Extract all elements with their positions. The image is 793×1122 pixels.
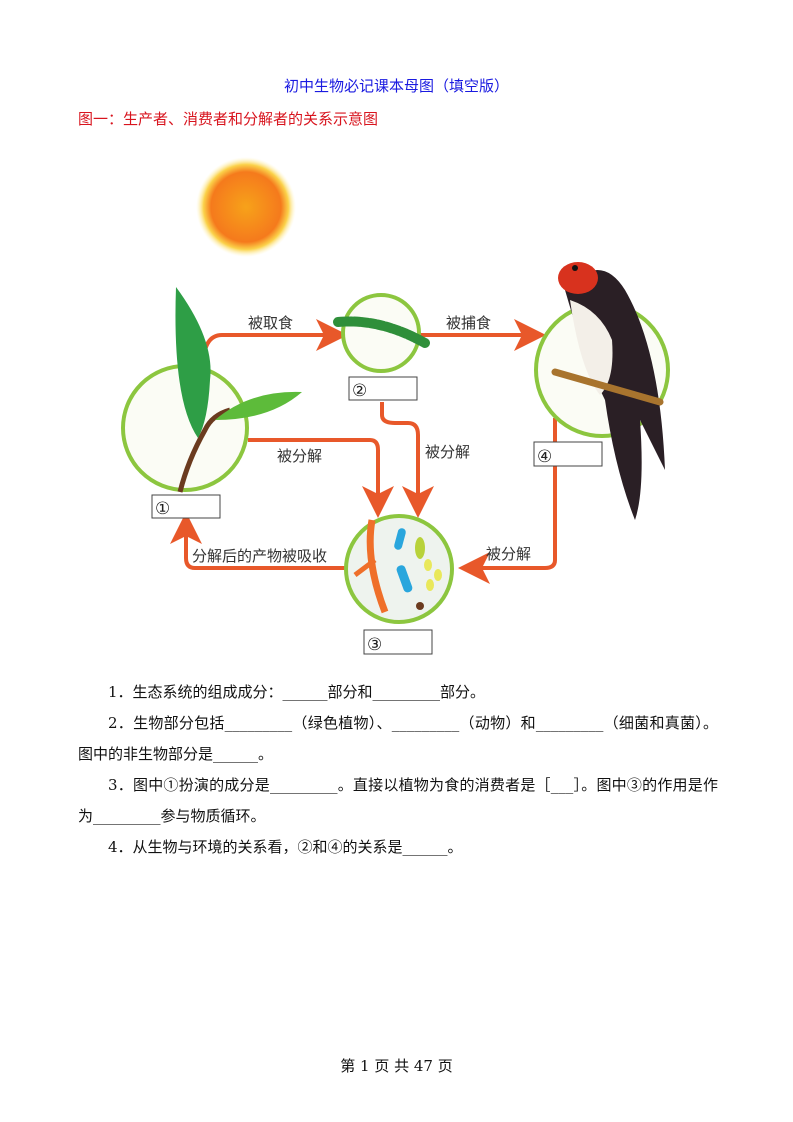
label-absorbed: 分解后的产物被吸收 bbox=[192, 547, 327, 565]
box-label-4: ④ bbox=[537, 447, 552, 467]
microbes-icon bbox=[353, 519, 442, 614]
label-eaten: 被取食 bbox=[248, 314, 293, 332]
question-1: 1．生态系统的组成成分：______部分和_________部分。 bbox=[108, 683, 486, 701]
label-preyed: 被捕食 bbox=[446, 314, 491, 332]
caterpillar-icon bbox=[333, 316, 430, 348]
label-bird-decomposed: 被分解 bbox=[486, 545, 531, 563]
plant-icon bbox=[175, 287, 302, 493]
page-footer: 第 1 页 共 47 页 bbox=[340, 1057, 453, 1075]
arrow-eaten bbox=[201, 319, 348, 369]
arrow-insect-decomposed bbox=[380, 402, 434, 518]
question-3: 3．图中①扮演的成分是_________。直接以植物为食的消费者是［___］。图… bbox=[78, 776, 718, 825]
ecosystem-diagram: 被取食 被捕食 被分解 被分解 被分解 分解后的产物被吸收 ① ② ③ ④ bbox=[121, 157, 670, 655]
swallow-icon bbox=[551, 262, 665, 520]
document-title: 初中生物必记课本母图（填空版） bbox=[283, 77, 509, 95]
arrow-absorbed bbox=[170, 512, 350, 570]
box-label-3: ③ bbox=[367, 635, 382, 655]
question-4: 4．从生物与环境的关系看，②和④的关系是______。 bbox=[108, 838, 463, 856]
question-2: 2．生物部分包括_________（绿色植物）、_________（动物）和__… bbox=[78, 714, 718, 763]
box-label-2: ② bbox=[352, 381, 367, 401]
box-label-1: ① bbox=[155, 499, 170, 519]
questions: 1．生态系统的组成成分：______部分和_________部分。 2．生物部分… bbox=[78, 677, 718, 863]
arrow-plant-decomposed bbox=[248, 438, 394, 518]
figure-heading: 图一：生产者、消费者和分解者的关系示意图 bbox=[78, 110, 379, 128]
answer-box-2[interactable] bbox=[348, 376, 418, 401]
arrow-bird-decomposed bbox=[458, 418, 557, 584]
label-insect-decomposed: 被分解 bbox=[425, 443, 470, 461]
answer-box-3[interactable] bbox=[363, 629, 433, 655]
sun-icon bbox=[196, 157, 296, 257]
label-plant-decomposed: 被分解 bbox=[277, 447, 322, 465]
consumer1-circle bbox=[341, 293, 421, 373]
answer-box-4[interactable] bbox=[533, 441, 603, 467]
answer-box-1[interactable] bbox=[151, 494, 221, 519]
